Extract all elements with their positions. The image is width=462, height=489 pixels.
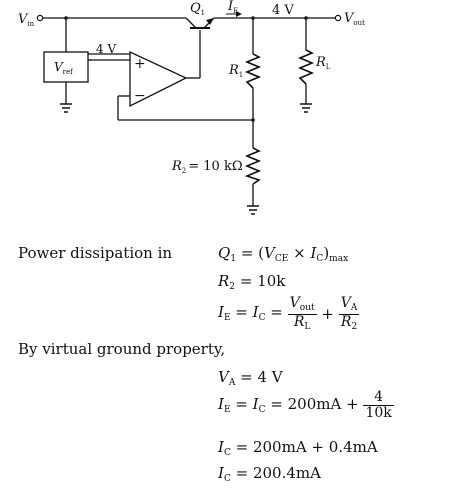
r2-resistor [244,147,262,185]
ie-label: IE [227,0,238,15]
opamp-triangle [129,50,188,108]
vin-terminal [36,14,44,22]
va-over-r2-fraction: VA R2 [338,295,360,332]
eq-ic-sum: IC = 200mA + 0.4mA [218,438,378,458]
circuit-wires [40,17,336,206]
output-voltage-label: 4 V [272,3,294,18]
eq-va: VA = 4 V [218,368,283,388]
opamp-plus-sign: + [134,56,146,72]
four-over-10k-fraction: 4 10k [363,389,394,422]
circuit-diagram: Vin Q1 IE 4 V Vout 4 V Vref + − R1 RL R2… [18,0,365,215]
r2-label: R2= 10 kΩ [171,159,243,175]
rl-label: RL [315,55,331,71]
vout-over-rl-fraction: Vout RL [287,295,317,332]
virtual-ground-label: By virtual ground property, [18,340,226,358]
vref-node-voltage: 4 V [96,42,116,56]
emitter-arrow [206,18,214,25]
vout-terminal [334,14,342,22]
eq-ic-final: IC = 200.4mA [218,464,321,484]
opamp-minus-sign: − [134,88,146,104]
rl-resistor [297,49,315,85]
ground-symbols [60,103,312,215]
vout-label: Vout [344,11,365,27]
vref-label: Vref [54,60,74,76]
eq-q1-power: Q1 = (VCE × IC)max [218,244,349,264]
power-dissipation-label: Power dissipation in [18,244,173,262]
q1-label: Q1 [190,1,205,17]
vref-box [43,51,89,83]
eq-r2: R2 = 10k [218,272,286,292]
eq-ie-numeric: IE = IC = 200mA + 4 10k [218,389,394,422]
vin-label: Vin [18,12,35,28]
r1-label: R1 [228,63,243,79]
junction-dots [64,16,308,122]
eq-ie-ic: IE = IC = Vout RL + VA R2 [218,295,360,332]
r1-resistor [244,53,262,89]
